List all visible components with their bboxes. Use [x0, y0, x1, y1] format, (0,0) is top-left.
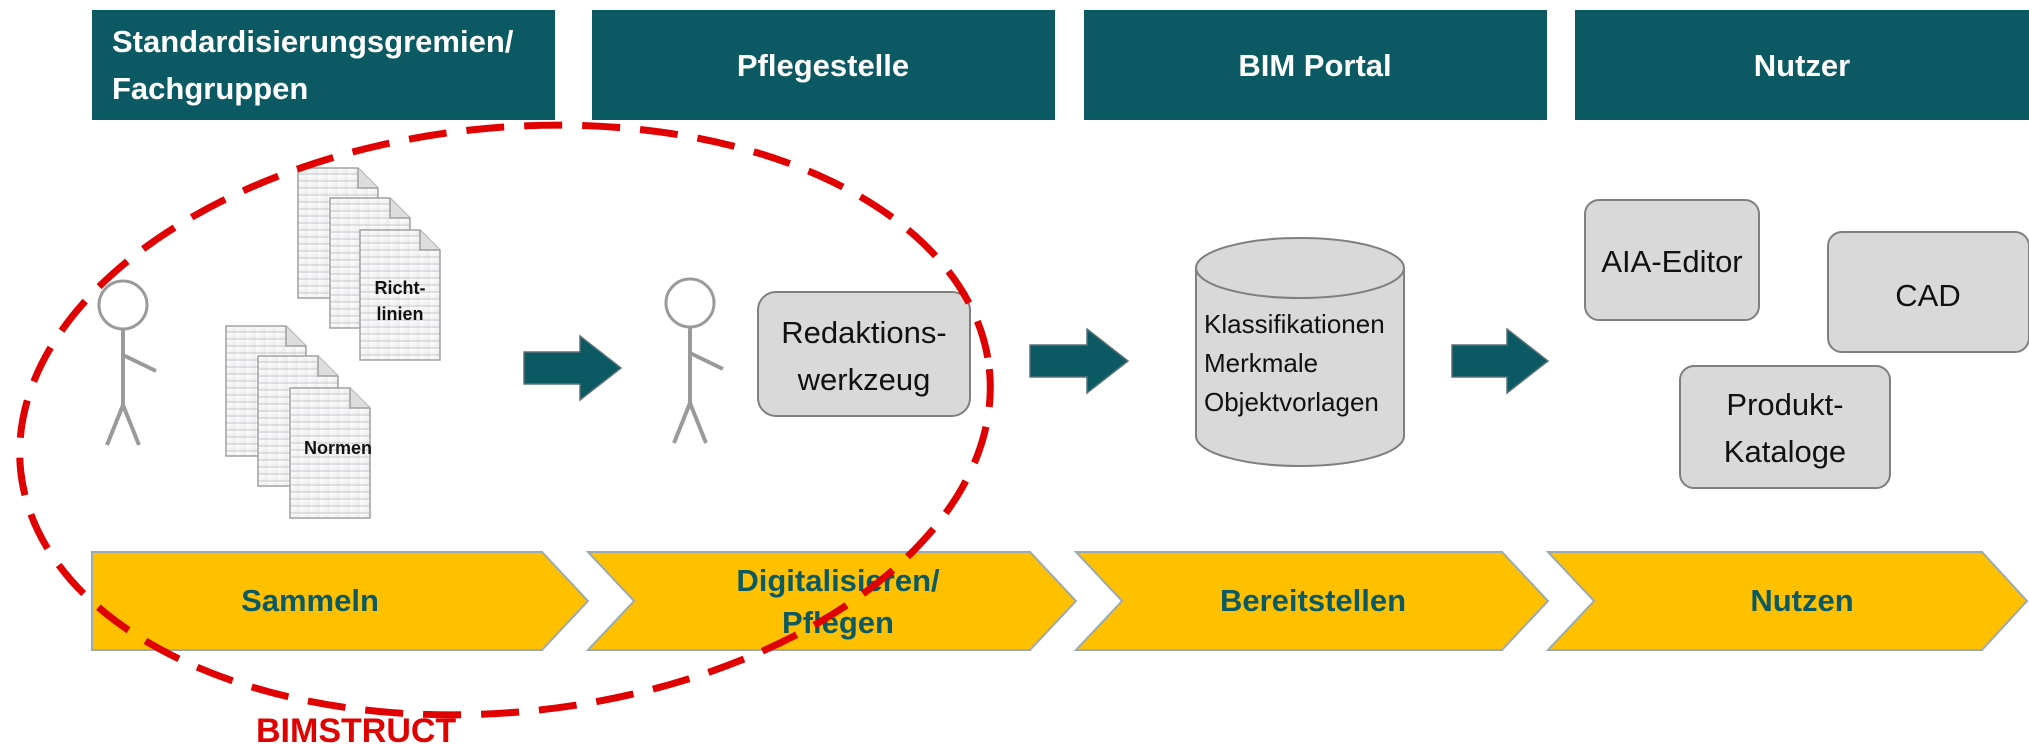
- header-standardisierungsgremien-line1: Standardisierungsgremien/: [112, 24, 514, 59]
- person-icon-collector: [97, 279, 158, 447]
- produkt-kataloge-line1: Produkt-: [1726, 387, 1843, 422]
- database-line1: Klassifikationen: [1204, 309, 1385, 339]
- stage-nutzen-label: Nutzen: [1750, 583, 1853, 618]
- stage-digitalisieren-line1: Digitalisieren/: [736, 563, 940, 598]
- produkt-kataloge-line2: Kataloge: [1724, 434, 1846, 469]
- flow-arrow-1-icon: [523, 334, 623, 402]
- normen-label: Normen: [304, 438, 372, 458]
- bimstruct-highlight-ellipse: [16, 121, 994, 719]
- stage-sammeln-label: Sammeln: [241, 583, 379, 618]
- stage-bereitstellen: Bereitstellen: [1073, 551, 1550, 651]
- header-nutzer-label: Nutzer: [1754, 48, 1850, 83]
- richtlinien-documents: Richt- linien: [297, 167, 441, 361]
- header-nutzer: Nutzer: [1575, 10, 2029, 120]
- bimstruct-label: BIMSTRUCT: [256, 712, 456, 749]
- header-pflegestelle-label: Pflegestelle: [737, 48, 909, 83]
- redaktionswerkzeug-line2: werkzeug: [797, 362, 931, 397]
- header-standardisierungsgremien-line2: Fachgruppen: [112, 71, 308, 106]
- stage-digitalisieren: Digitalisieren/ Pflegen: [585, 551, 1078, 651]
- database-cylinder-icon: Klassifikationen Merkmale Objektvorlagen: [1195, 237, 1405, 467]
- flow-arrow-3-icon: [1451, 327, 1550, 395]
- stage-bereitstellen-label: Bereitstellen: [1220, 583, 1406, 618]
- header-standardisierungsgremien: Standardisierungsgremien/ Fachgruppen: [92, 10, 555, 120]
- flow-arrow-2-icon: [1029, 327, 1130, 395]
- header-bim-portal: BIM Portal: [1084, 10, 1547, 120]
- richtlinien-line1: Richt-: [375, 278, 426, 298]
- cad-box: CAD: [1827, 231, 2029, 353]
- normen-documents: Normen: [225, 325, 372, 519]
- cad-label: CAD: [1895, 278, 1960, 313]
- redaktionswerkzeug-box: Redaktions- werkzeug: [757, 291, 971, 417]
- database-line3: Objektvorlagen: [1204, 387, 1379, 417]
- redaktionswerkzeug-line1: Redaktions-: [781, 315, 946, 350]
- aia-editor-label: AIA-Editor: [1601, 244, 1742, 279]
- person-icon-editor: [664, 277, 725, 445]
- produkt-kataloge-box: Produkt- Kataloge: [1679, 365, 1891, 489]
- aia-editor-box: AIA-Editor: [1584, 199, 1760, 321]
- header-pflegestelle: Pflegestelle: [592, 10, 1055, 120]
- richtlinien-line2: linien: [376, 304, 423, 324]
- stage-nutzen: Nutzen: [1545, 551, 2029, 651]
- database-line2: Merkmale: [1204, 348, 1318, 378]
- stage-sammeln: Sammeln: [91, 551, 590, 651]
- header-bim-portal-label: BIM Portal: [1238, 48, 1391, 83]
